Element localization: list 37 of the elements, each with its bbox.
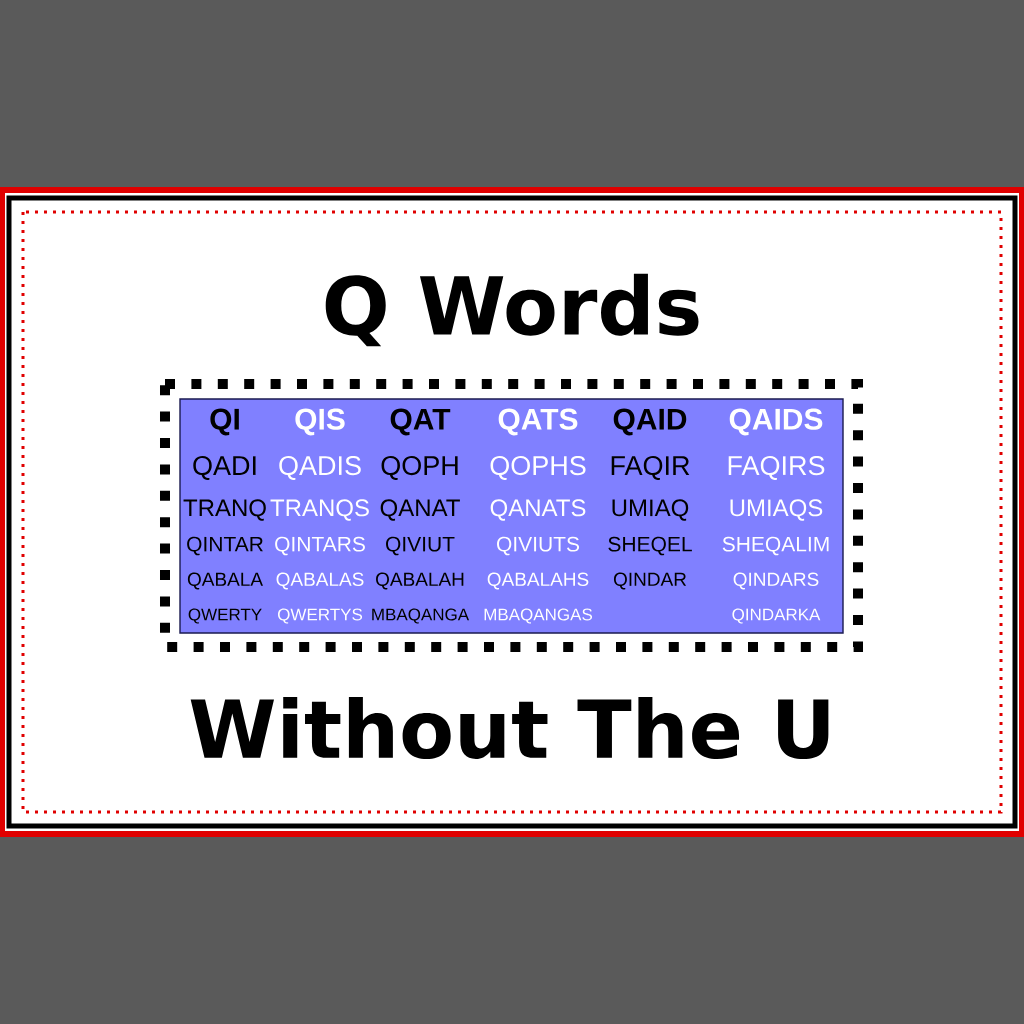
word: QIVIUTS [497,536,580,556]
word: QI [210,408,239,436]
word: QIVIUT [386,536,455,556]
word: QIS [295,408,345,436]
word: QINTARS [275,536,365,556]
word: QOPHS [490,456,586,480]
word: QWERTY [188,608,262,624]
word: QOPH [381,456,458,480]
word: SHEQALIM [722,536,829,556]
word: QINDAR [613,572,687,590]
word: MBAQANGA [372,608,470,624]
word: FAQIR [611,456,690,480]
word: TRANQS [270,499,369,521]
word: QABALA [187,572,263,590]
subtitle: Without The U [190,697,829,759]
word: QINDARKA [732,608,821,624]
word: UMIAQS [730,499,823,521]
word: QABALAHS [487,572,589,590]
word: FAQIRS [728,456,825,480]
word: QAIDS [729,408,823,436]
word: TRANQ [183,499,266,521]
word: QADIS [279,456,361,480]
word: QAT [390,408,451,436]
word: QINTAR [187,536,263,556]
word: QANATS [490,499,586,521]
word: QAID [613,408,687,436]
word: QABALAS [276,572,364,590]
word: QABALAH [376,572,464,590]
word: MBAQANGAS [484,608,593,624]
word: QWERTYS [278,608,363,624]
word: UMIAQ [612,499,689,521]
word: QADI [193,456,256,480]
word: SHEQEL [608,536,692,556]
word: QINDARS [733,572,819,590]
word: QATS [498,408,578,436]
word: QANAT [380,499,460,521]
title: Q Words [325,273,699,347]
